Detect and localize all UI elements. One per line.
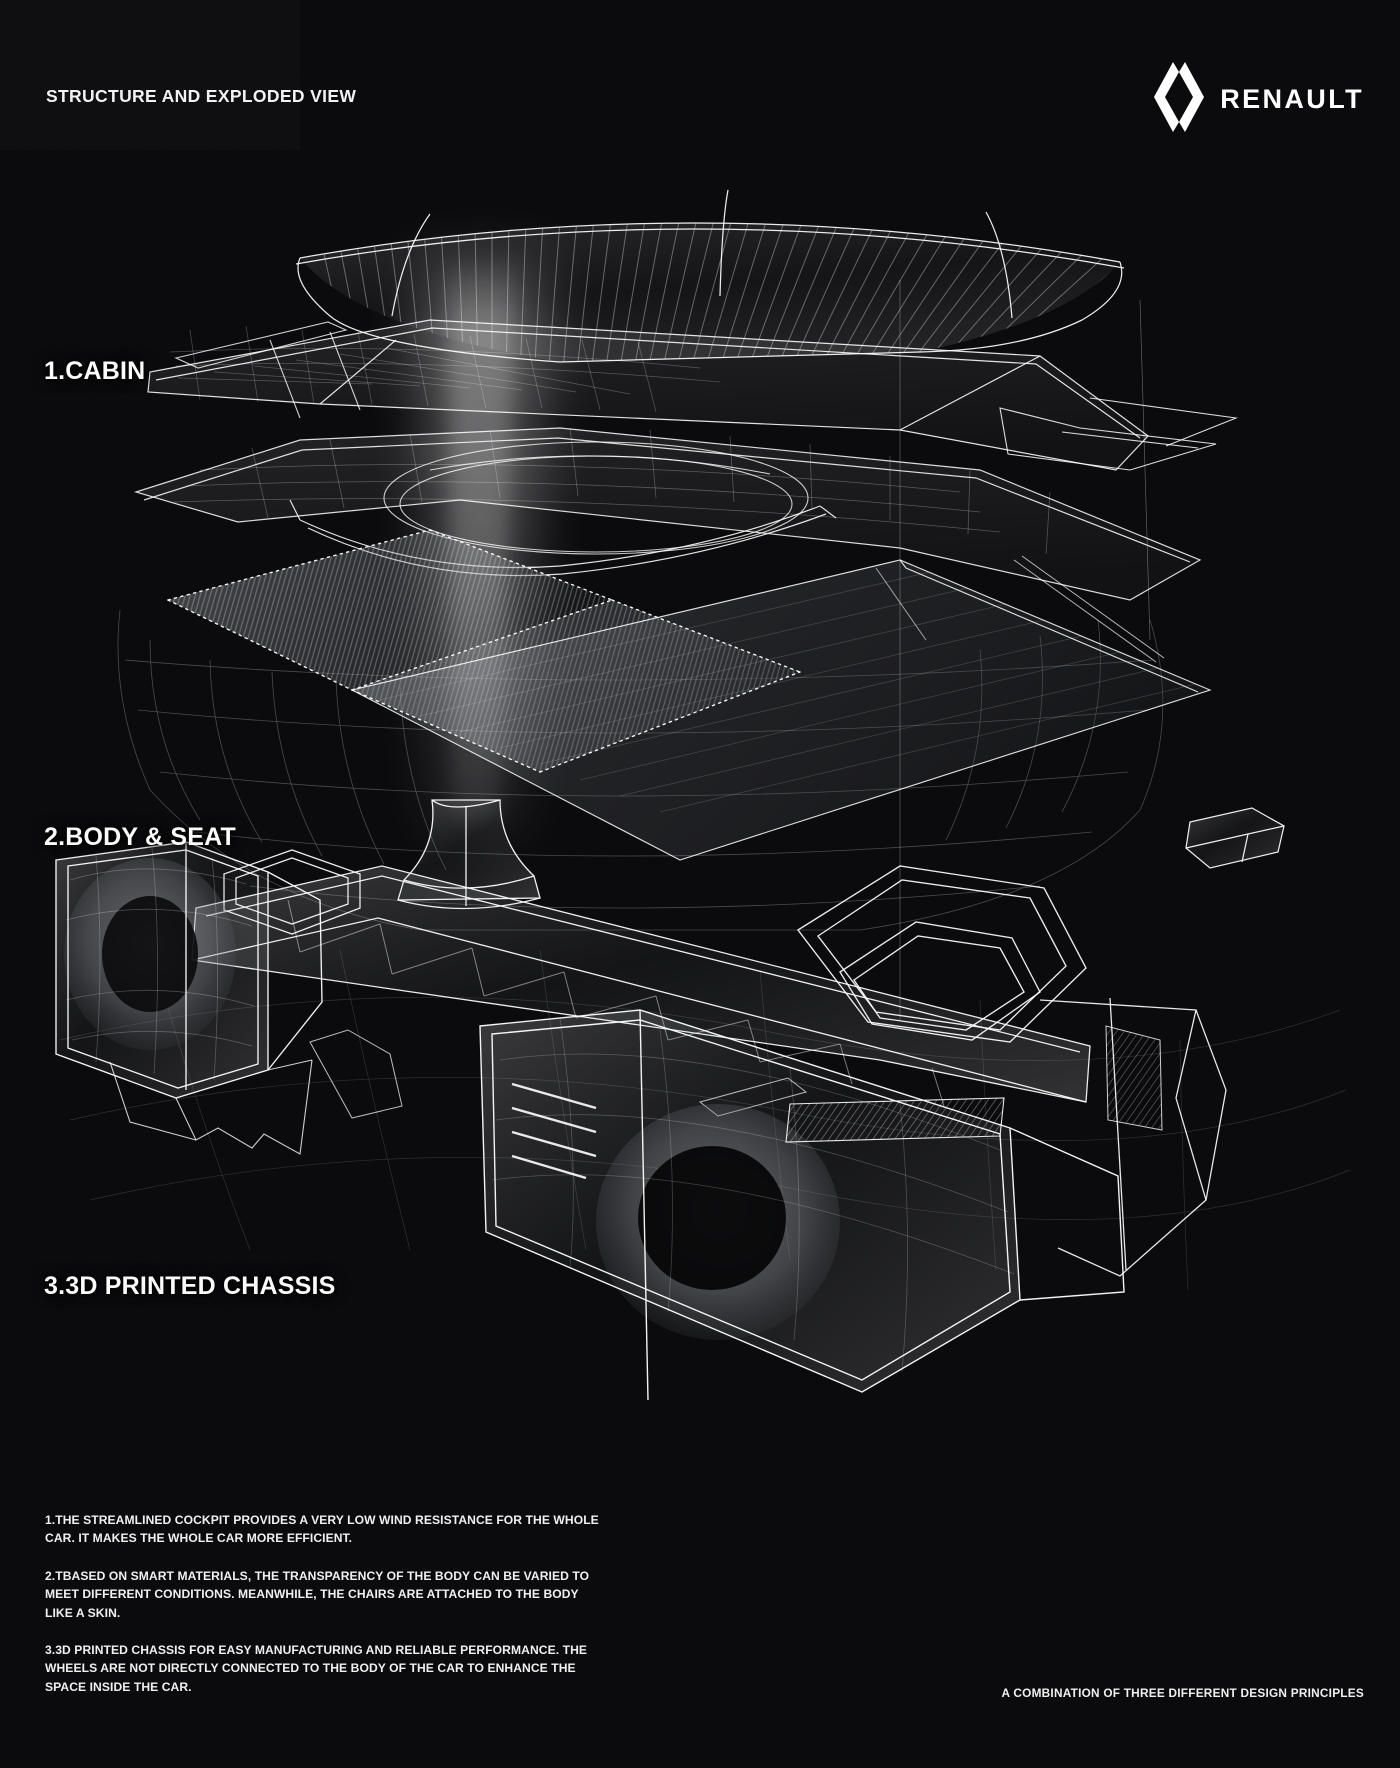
assembly-guide-lines <box>899 280 1151 1020</box>
footer-tagline: A COMBINATION OF THREE DIFFERENT DESIGN … <box>1001 1686 1364 1700</box>
renault-diamond-icon <box>1152 60 1206 139</box>
pod-reflection-web <box>65 847 255 1081</box>
section-label-cabin: 1.CABIN <box>44 357 146 385</box>
design-note: 1.THE STREAMLINED COCKPIT PROVIDES A VER… <box>45 1513 599 1546</box>
rear-wheel-pod <box>479 1009 1163 1401</box>
rear-wheel-hub <box>638 1146 786 1290</box>
front-wheel-pod <box>55 841 323 1155</box>
design-note: 2.TBASED ON SMART MATERIALS, THE TRANSPA… <box>45 1568 590 1620</box>
rear-fin-hatch <box>1105 1025 1163 1131</box>
rear-pod-vent-slats <box>511 1082 597 1180</box>
diffuser-hatch-panel <box>785 1097 1005 1143</box>
floor-grid <box>173 427 1051 555</box>
rear-hex-yoke <box>797 865 1087 1043</box>
front-wheel-hub <box>102 896 198 1012</box>
upper-body-panel <box>147 319 1239 471</box>
brand-wordmark: RENAULT <box>1220 84 1364 114</box>
detached-hex-module <box>1185 807 1285 869</box>
page-title: STRUCTURE AND EXPLODED VIEW <box>46 86 357 106</box>
section-label-body-seat: 2.BODY & SEAT <box>44 823 236 851</box>
section-label-chassis: 3.3D PRINTED CHASSIS <box>44 1272 336 1300</box>
brand-lockup: RENAULT <box>1152 60 1364 139</box>
design-note: 3.3D PRINTED CHASSIS FOR EASY MANUFACTUR… <box>45 1642 588 1694</box>
design-notes: 1.THE STREAMLINED COCKPIT PROVIDES A VER… <box>45 1511 605 1696</box>
rear-right-fairing <box>1039 997 1227 1277</box>
rear-pod-web <box>491 1017 1015 1373</box>
volumetric-light-beam <box>420 240 548 830</box>
